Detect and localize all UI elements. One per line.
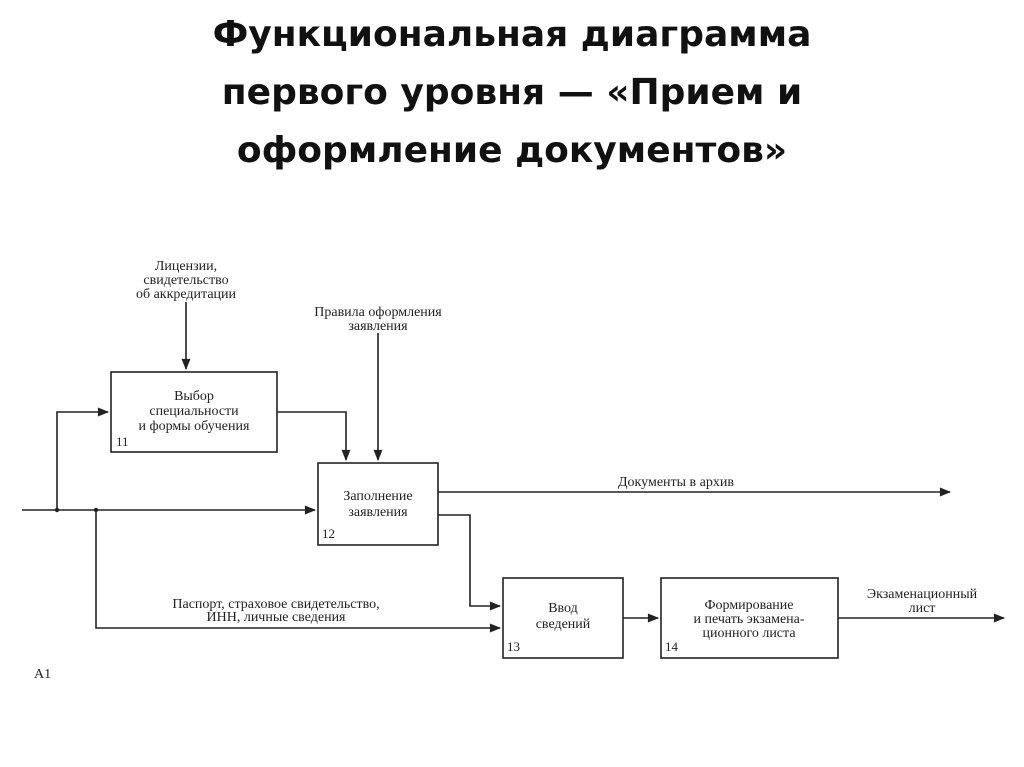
control-label-licenses-3: об аккредитации	[136, 287, 237, 302]
block-13-label-1: Ввод	[548, 601, 578, 616]
output-arrow-exam-sheet: Экзаменационный лист	[838, 587, 1006, 623]
block-12: Заполнение заявления 12	[317, 462, 439, 546]
block-13-number: 13	[507, 639, 520, 654]
block-13: Ввод сведений 13	[502, 577, 624, 659]
block-14-label-3: ционного листа	[702, 626, 796, 641]
slide-title: Функциональная диаграмма первого уровня …	[0, 6, 1024, 180]
block-11: Выбор специальности и формы обучения 11	[110, 371, 278, 453]
title-line-3: оформление документов»	[236, 130, 788, 171]
block-14-frame	[660, 577, 839, 659]
output-label-archive: Документы в архив	[618, 475, 734, 490]
title-line-2: первого уровня — «Прием и	[221, 72, 803, 113]
block-14-label-1: Формирование	[704, 598, 793, 613]
control-label-rules-2: заявления	[348, 319, 408, 334]
output-label-exam-1: Экзаменационный	[867, 587, 978, 602]
control-label-licenses-2: свидетельство	[143, 273, 228, 288]
input-label-passport-2: ИНН, личные сведения	[207, 610, 347, 625]
output-label-exam-2: лист	[909, 601, 936, 616]
block-12-frame	[317, 462, 439, 546]
flow-arrows	[277, 411, 660, 623]
block-11-label-1: Выбор	[174, 389, 214, 404]
block-12-number: 12	[322, 526, 335, 541]
control-arrow-rules: Правила оформления заявления	[314, 305, 442, 462]
block-14: Формирование и печать экзамена- ционного…	[660, 577, 839, 659]
block-12-label-2: заявления	[348, 505, 408, 520]
output-arrow-archive: Документы в архив	[438, 475, 952, 497]
input-arrows: Паспорт, страховое свидетельство, ИНН, л…	[22, 407, 502, 633]
block-13-frame	[502, 577, 624, 659]
control-arrow-licenses: Лицензии, свидетельство об аккредитации	[136, 259, 237, 371]
title-line-1: Функциональная диаграмма	[212, 14, 812, 55]
block-14-number: 14	[665, 639, 679, 654]
block-13-label-2: сведений	[536, 617, 591, 632]
block-11-label-2: специальности	[149, 404, 239, 419]
control-label-rules-1: Правила оформления	[314, 305, 442, 320]
block-11-number: 11	[116, 434, 129, 449]
diagram-node-id: A1	[34, 667, 51, 682]
block-11-label-3: и формы обучения	[139, 419, 250, 434]
control-label-licenses-1: Лицензии,	[155, 259, 217, 274]
block-12-label-1: Заполнение	[343, 489, 412, 504]
input-label-passport-1: Паспорт, страховое свидетельство,	[172, 597, 379, 612]
block-14-label-2: и печать экзамена-	[693, 612, 804, 627]
